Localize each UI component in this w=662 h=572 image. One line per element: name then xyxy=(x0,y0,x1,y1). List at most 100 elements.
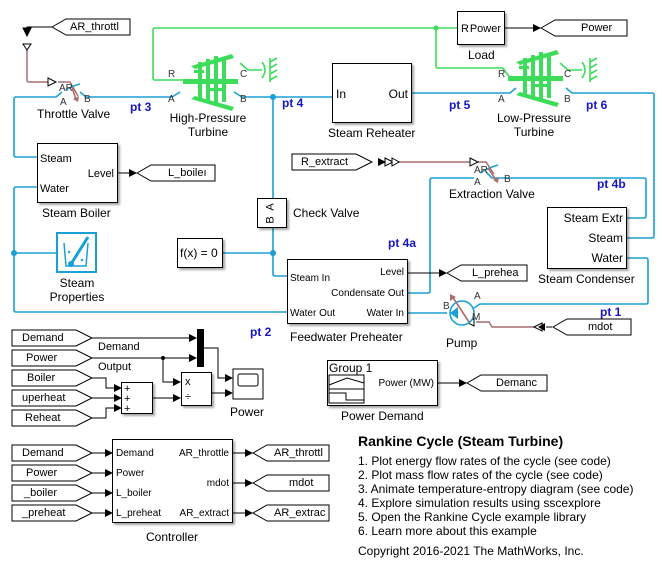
signal-builder-icon xyxy=(328,374,365,404)
mech-junction xyxy=(433,25,439,31)
from-demand-ctrl[interactable]: Demand xyxy=(22,447,64,459)
boiler-port-level: Level xyxy=(87,168,114,180)
pump-icon[interactable] xyxy=(449,294,475,326)
tl-wire-extraction-to-condenser[interactable] xyxy=(485,171,647,219)
from-power-scope[interactable]: Power xyxy=(26,352,58,364)
steam-condenser-block[interactable]: Steam Extr Steam Water xyxy=(547,207,627,269)
hp-port-b: B xyxy=(240,94,247,105)
extraction-port-a: A xyxy=(474,177,481,188)
point-label-pt3: pt 3 xyxy=(130,100,152,114)
throttle-valve-label: Throttle Valve xyxy=(37,107,111,121)
tl-wire-hp-to-reheater[interactable] xyxy=(233,91,333,98)
notes-link-plot-mass[interactable]: 2. Plot mass flow rates of the cycle (se… xyxy=(358,468,603,482)
solver-configuration-block[interactable]: f(x) = 0 xyxy=(177,238,223,268)
steam-reheater-block[interactable]: In Out xyxy=(332,63,412,123)
from-l-boiler-ctrl[interactable]: _boiler xyxy=(24,487,58,499)
sig-ar-throttle-from[interactable] xyxy=(26,26,52,30)
lp-port-r: R xyxy=(498,69,506,80)
pump-port-b: B xyxy=(443,301,450,312)
mech-wire-hp-r-to-load[interactable] xyxy=(152,27,458,81)
controller-in-demand: Demand xyxy=(116,448,154,459)
r-extract-arrow xyxy=(378,158,386,166)
load-block[interactable]: R Power xyxy=(457,11,505,45)
controller-block[interactable]: Demand Power L_boiler L_preheat AR_throt… xyxy=(112,439,233,523)
controller-label: Controller xyxy=(146,530,199,544)
controller-in-l-preheat: L_preheat xyxy=(116,508,162,519)
goto-ar-extract-ctrl[interactable]: AR_extrac xyxy=(274,507,326,519)
from-superheat[interactable]: uperheat xyxy=(22,392,66,404)
notes-link-sscexplore[interactable]: 4. Explore simulation results using ssce… xyxy=(358,496,601,510)
steam-condenser-label: Steam Condenser xyxy=(538,272,635,286)
from-reheat[interactable]: Reheat xyxy=(25,412,61,424)
steam-reheater-label: Steam Reheater xyxy=(328,126,416,140)
goto-demand[interactable]: Demanc xyxy=(496,377,537,389)
scope-icon[interactable] xyxy=(232,368,264,400)
signal-label-demand: Demand xyxy=(98,341,140,353)
from-boiler[interactable]: Boiler xyxy=(27,372,56,384)
steam-properties-label-line1: Steam xyxy=(59,276,95,290)
tl-wire-check-valve-to-preheater[interactable] xyxy=(272,228,288,277)
lp-port-b: B xyxy=(564,94,571,105)
notes-link-plot-energy[interactable]: 1. Plot energy flow rates of the cycle (… xyxy=(358,454,611,468)
from-r-extract[interactable]: R_extract xyxy=(301,156,349,168)
mux-block[interactable] xyxy=(197,329,204,367)
from-ar-throttle[interactable]: AR_throttl xyxy=(70,21,119,33)
notes-link-animate-ts[interactable]: 3. Animate temperature-entropy diagram (… xyxy=(358,482,634,496)
ps-wire-pump-m[interactable] xyxy=(476,321,537,328)
hp-turbine-label-line1: High-Pressure xyxy=(169,111,247,125)
check-valve-block[interactable]: A B xyxy=(257,198,287,228)
tl-wire-boiler-water[interactable] xyxy=(13,186,288,313)
feedwater-preheater-block[interactable]: Steam In Level Condensate Out Water Out … xyxy=(287,259,408,324)
hp-turbine-icon[interactable] xyxy=(183,54,238,111)
check-valve-label: Check Valve xyxy=(293,206,360,220)
solver-label: f(x) = 0 xyxy=(180,246,218,260)
tl-wire-throttle-to-hp[interactable] xyxy=(79,91,181,98)
from-power-ctrl[interactable]: Power xyxy=(26,467,58,479)
from-l-preheat-ctrl[interactable]: _preheat xyxy=(22,507,66,519)
product-block[interactable]: x ÷ xyxy=(181,372,212,406)
from-demand-scope[interactable]: Demand xyxy=(22,332,64,344)
tl-wire-condenser-to-pump[interactable] xyxy=(473,257,649,309)
point-label-pt4a: pt 4a xyxy=(388,236,417,250)
power-demand-block[interactable]: Group 1 Power (MW) xyxy=(327,360,438,406)
steam-boiler-block[interactable]: Steam Level Water xyxy=(37,143,118,203)
goto-mdot-ctrl[interactable]: mdot xyxy=(289,477,314,489)
thermal-liquid-network xyxy=(13,87,655,314)
throttle-valve-icon[interactable] xyxy=(65,83,81,102)
steam-properties-label-line2: Properties xyxy=(49,290,105,304)
power-demand-label: Power Demand xyxy=(341,409,424,423)
notes-link-learn-more[interactable]: 6. Learn more about this example xyxy=(358,524,537,538)
condenser-port-steam-extr: Steam Extr xyxy=(563,211,623,225)
lp-turbine-icon[interactable] xyxy=(508,50,563,107)
extraction-valve-icon[interactable] xyxy=(479,164,499,183)
ps-wire-throttle-ar[interactable] xyxy=(26,50,48,83)
signal-branch-dot xyxy=(161,356,165,360)
goto-ar-throttle-ctrl[interactable]: AR_throttl xyxy=(274,447,323,459)
throttle-port-ar: AR xyxy=(59,83,73,94)
preheater-port-steam-in: Steam In xyxy=(290,273,331,284)
condenser-port-water: Water xyxy=(591,251,623,265)
controller-out-mdot: mdot xyxy=(206,478,229,489)
steam-properties-icon[interactable] xyxy=(56,232,97,273)
power-demand-output: Power (MW) xyxy=(378,378,434,389)
goto-l-preheat[interactable]: L_prehea xyxy=(472,267,519,279)
extraction-port-ar: AR xyxy=(474,165,488,176)
notes-link-open-library[interactable]: 5. Open the Rankine Cycle example librar… xyxy=(358,510,587,524)
tl-wire-lp-to-condenser[interactable] xyxy=(565,87,655,239)
load-label: Load xyxy=(468,48,495,62)
tl-wire-reheater-to-lp[interactable] xyxy=(410,87,517,94)
hp-port-r: R xyxy=(168,69,176,80)
sum-sign-1: + xyxy=(124,383,131,395)
controller-out-ar-extract: AR_extract xyxy=(179,508,229,519)
sum-block[interactable]: + + + xyxy=(121,382,153,415)
product-op-divide: ÷ xyxy=(185,391,192,403)
goto-l-boiler[interactable]: L_boileı xyxy=(168,167,207,179)
mech-wire-lp-r[interactable] xyxy=(435,28,511,79)
tl-wire-condensate-to-extraction[interactable] xyxy=(407,177,474,294)
tl-wire-boiler-to-throttle[interactable] xyxy=(13,91,63,158)
load-port-r: R xyxy=(461,23,469,35)
point-label-pt4b: pt 4b xyxy=(597,177,626,191)
goto-power[interactable]: Power xyxy=(581,22,613,34)
from-mdot[interactable]: mdot xyxy=(588,321,613,333)
